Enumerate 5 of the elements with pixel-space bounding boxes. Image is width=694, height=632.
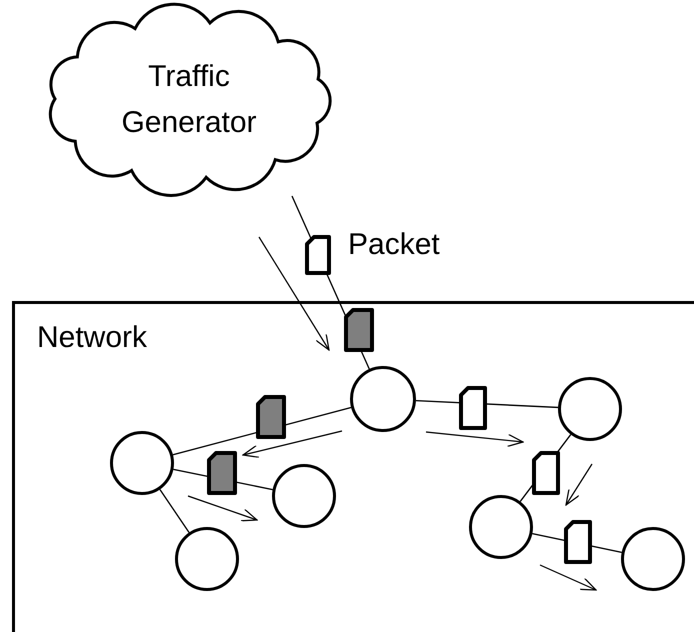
- packet-label: Packet: [348, 227, 440, 263]
- network-label: Network: [37, 320, 148, 356]
- link-line: [159, 489, 190, 533]
- network-box: [12, 301, 694, 632]
- cloud-label: Traffic Generator: [120, 59, 258, 141]
